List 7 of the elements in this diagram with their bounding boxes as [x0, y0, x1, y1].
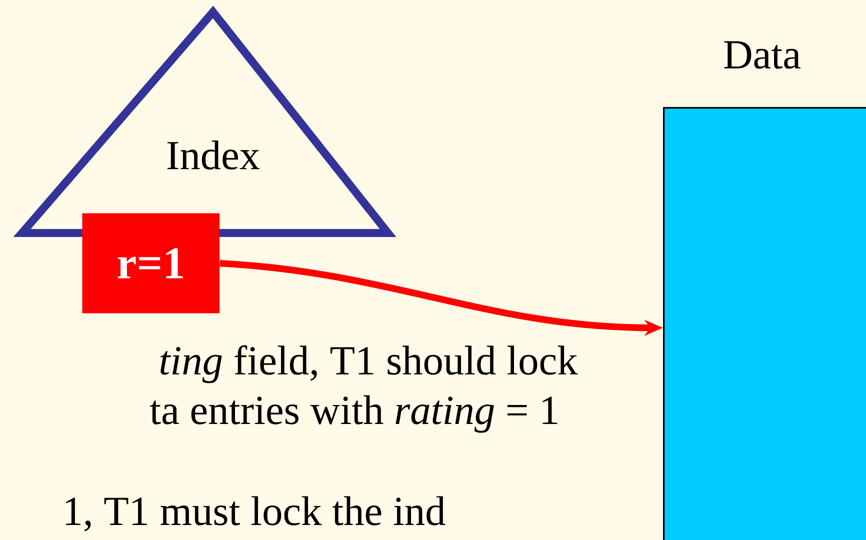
- text-line: 1, T1 must lock the ind: [66, 496, 446, 532]
- triangle-label: Index: [167, 140, 260, 170]
- text-line: ting field, T1 should lock: [160, 345, 578, 384]
- tag-box: r=1: [82, 213, 220, 314]
- text-line: ta entries with rating = 1: [150, 395, 558, 433]
- box-heading: Data: [724, 41, 800, 69]
- data-box: [663, 107, 866, 540]
